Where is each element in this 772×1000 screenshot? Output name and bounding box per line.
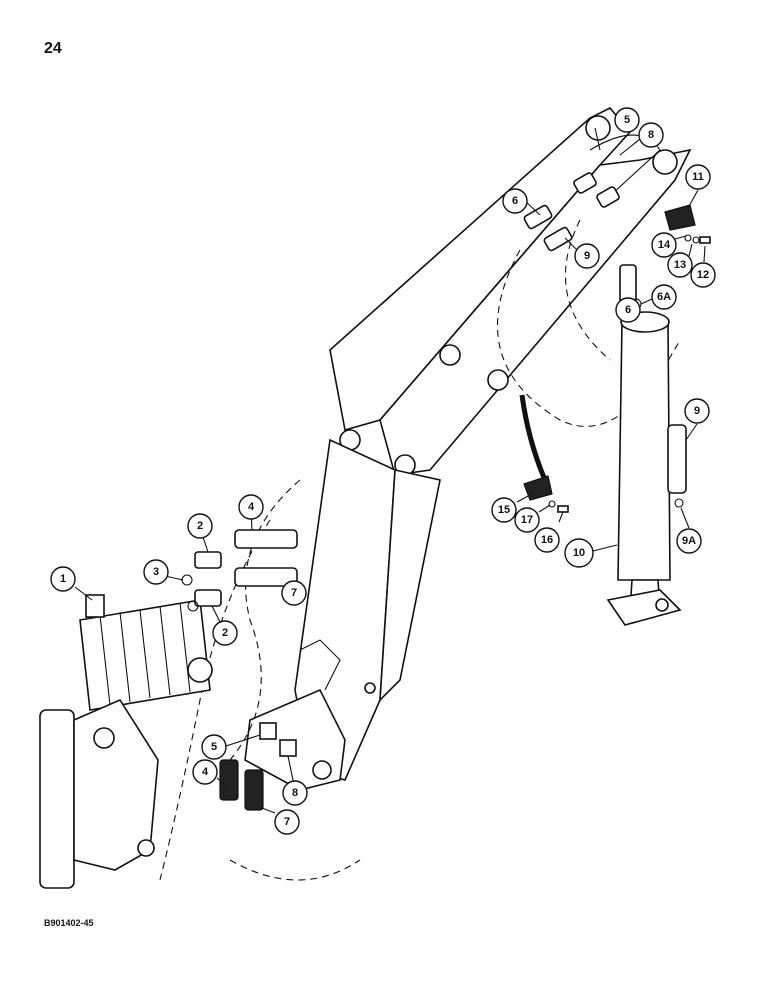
boom-top-fittings xyxy=(523,134,661,308)
callout-7-lower: 7 xyxy=(274,809,300,835)
hydraulic-cylinder xyxy=(606,298,687,626)
callout-6-upper: 6 xyxy=(502,188,528,214)
svg-text:6: 6 xyxy=(512,195,518,207)
svg-text:2: 2 xyxy=(222,627,228,639)
boom-arm xyxy=(244,107,692,791)
callout-9-upper: 9 xyxy=(574,243,600,269)
svg-text:5: 5 xyxy=(624,114,630,126)
svg-text:5: 5 xyxy=(211,741,217,753)
callout-2-lower: 2 xyxy=(212,620,238,646)
svg-text:7: 7 xyxy=(284,816,290,828)
callout-11: 11 xyxy=(685,164,711,190)
svg-text:10: 10 xyxy=(573,547,585,559)
svg-text:3: 3 xyxy=(153,566,159,578)
callout-5-lower: 5 xyxy=(201,734,227,760)
page-number: 24 xyxy=(44,40,62,57)
callout-4-upper: 4 xyxy=(238,494,264,520)
callout-1: 1 xyxy=(50,566,76,592)
svg-text:11: 11 xyxy=(692,171,704,183)
callout-16: 16 xyxy=(534,527,560,553)
svg-text:13: 13 xyxy=(674,259,686,271)
figure-code: B901402-45 xyxy=(44,918,94,928)
svg-text:17: 17 xyxy=(521,514,533,526)
mounting-bracket xyxy=(39,698,159,889)
callout-14: 14 xyxy=(651,232,677,258)
svg-text:9: 9 xyxy=(694,405,700,417)
svg-text:15: 15 xyxy=(498,504,510,516)
svg-text:8: 8 xyxy=(648,129,654,141)
svg-text:16: 16 xyxy=(541,534,553,546)
svg-text:2: 2 xyxy=(197,520,203,532)
callout-13: 13 xyxy=(667,252,693,278)
callout-17: 17 xyxy=(514,507,540,533)
hose-section xyxy=(519,394,548,481)
callout-5-upper: 5 xyxy=(614,107,640,133)
svg-text:12: 12 xyxy=(697,269,709,281)
callout-9-cylinder: 9 xyxy=(684,398,710,424)
svg-text:14: 14 xyxy=(658,239,671,251)
callout-9a: 9A xyxy=(676,528,702,554)
clamp-assemblies xyxy=(523,204,711,513)
svg-text:8: 8 xyxy=(292,787,298,799)
svg-text:7: 7 xyxy=(291,587,297,599)
svg-text:9A: 9A xyxy=(682,535,696,547)
callout-15: 15 xyxy=(491,497,517,523)
callout-6-lower: 6 xyxy=(615,297,641,323)
callout-10: 10 xyxy=(564,538,594,568)
svg-text:1: 1 xyxy=(60,573,66,585)
callout-4-lower: 4 xyxy=(192,759,218,785)
svg-text:6: 6 xyxy=(625,304,631,316)
callout-7-upper: 7 xyxy=(281,580,307,606)
control-valve xyxy=(79,594,213,711)
callout-3: 3 xyxy=(143,559,169,585)
callout-8-lower: 8 xyxy=(282,780,308,806)
callout-6a: 6A xyxy=(651,284,677,310)
svg-text:9: 9 xyxy=(584,250,590,262)
valve-fittings xyxy=(181,529,298,612)
callout-12: 12 xyxy=(690,262,716,288)
svg-text:4: 4 xyxy=(248,501,255,513)
svg-text:4: 4 xyxy=(202,766,209,778)
svg-text:6A: 6A xyxy=(657,291,671,303)
callout-2-upper: 2 xyxy=(187,513,213,539)
boom-base-fittings xyxy=(219,722,297,811)
callout-8-upper: 8 xyxy=(638,122,664,148)
